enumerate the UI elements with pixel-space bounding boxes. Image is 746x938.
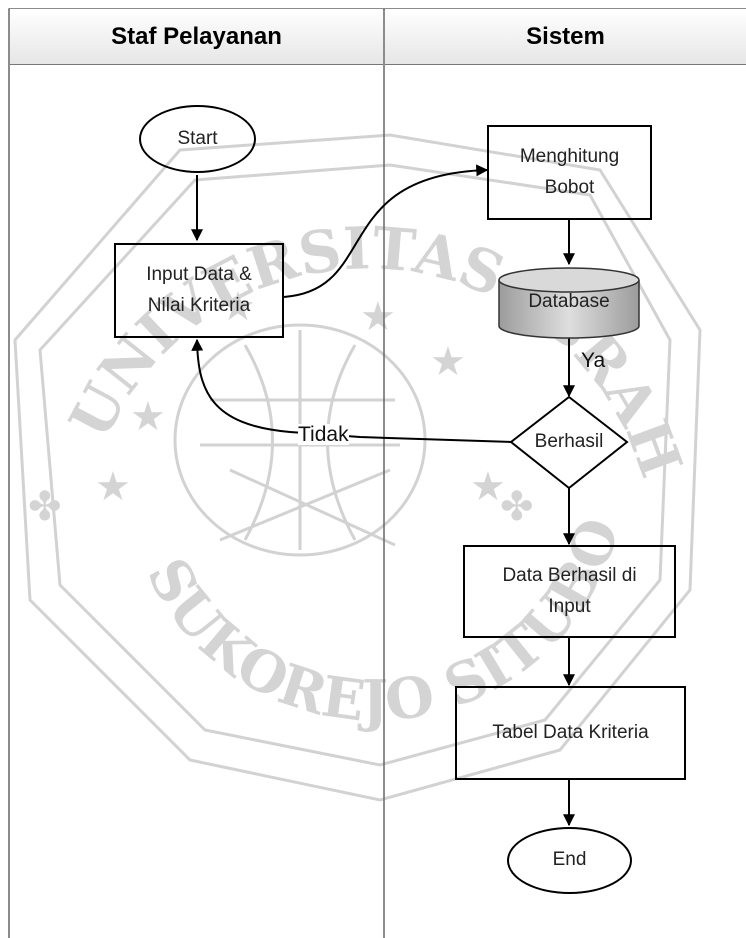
input-data-node: Input Data & Nilai Kriteria — [114, 243, 284, 338]
database-label: Database — [528, 290, 610, 312]
tabel-data-kriteria-node: Tabel Data Kriteria — [455, 686, 686, 780]
berhasil-label: Berhasil — [534, 430, 604, 452]
end-node: End — [507, 827, 632, 894]
edge-label-ya: Ya — [581, 349, 606, 372]
edge-label-tidak: Tidak — [298, 423, 349, 446]
lane-header-staf-pelayanan: Staf Pelayanan — [10, 9, 383, 65]
lane-header-sistem: Sistem — [385, 9, 746, 65]
start-node: Start — [139, 105, 256, 173]
menghitung-bobot-node: Menghitung Bobot — [487, 125, 652, 220]
edge-berhasil-to-input — [191, 338, 513, 443]
data-berhasil-node: Data Berhasil di Input — [463, 545, 676, 638]
decision-diamond — [509, 395, 629, 490]
edge-input-to-menghitung — [283, 164, 489, 298]
database-cylinder — [498, 267, 640, 339]
